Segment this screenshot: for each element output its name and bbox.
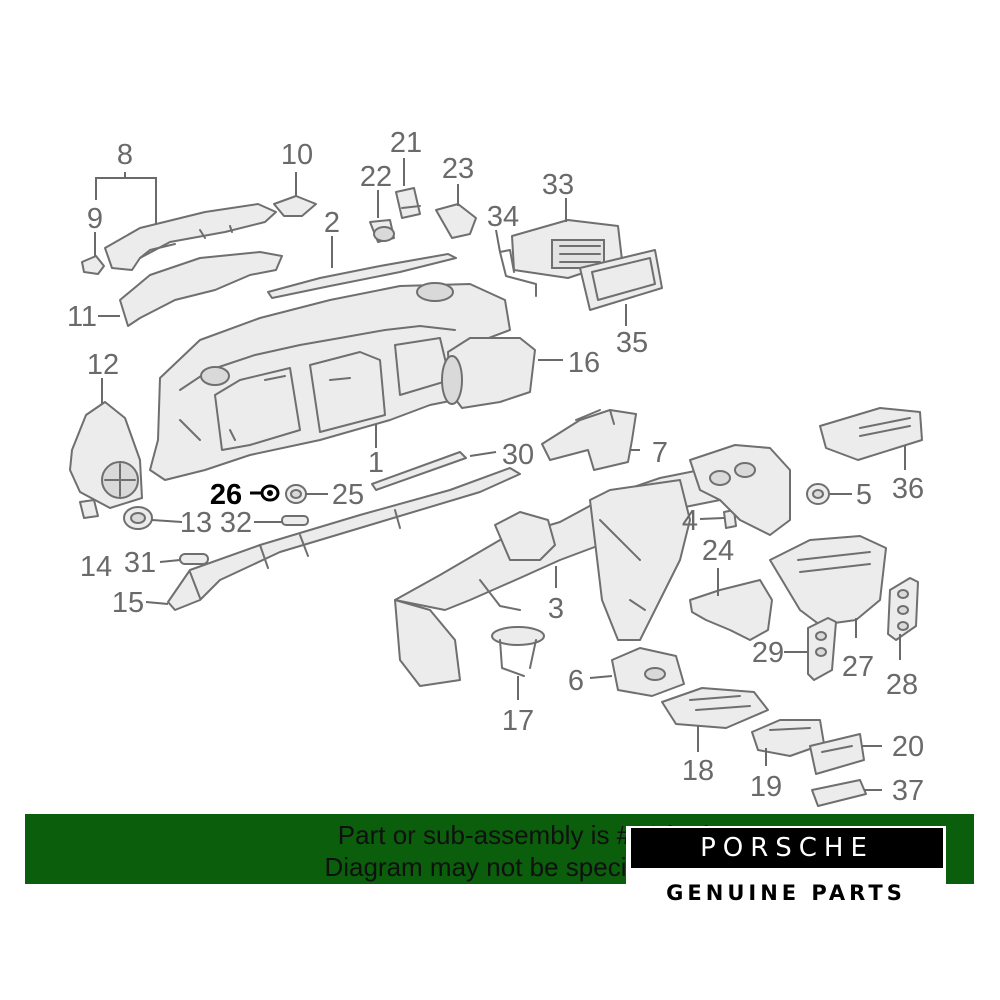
callout-3: 3 xyxy=(548,593,564,625)
part-24-bracket xyxy=(689,579,773,641)
part-16-airbag xyxy=(441,337,536,409)
part-6-bracket xyxy=(611,647,685,697)
callout-11: 11 xyxy=(67,301,97,333)
callout-5: 5 xyxy=(856,479,872,511)
callout-30: 30 xyxy=(502,439,534,471)
callout-13: 13 xyxy=(180,507,212,539)
callout-23: 23 xyxy=(442,153,474,185)
logo-tagline: GENUINE PARTS xyxy=(666,881,906,905)
callout-31: 31 xyxy=(124,547,156,579)
logo-wordmark: PORSCHE xyxy=(631,828,943,868)
part-15-lower-panel xyxy=(167,467,521,611)
part-20-cover xyxy=(809,733,865,775)
part-32-button xyxy=(281,515,309,526)
part-3-cross-member xyxy=(394,469,731,687)
part-21-switch xyxy=(395,187,421,219)
callout-17: 17 xyxy=(502,705,534,737)
part-25-grommet xyxy=(285,484,307,504)
callout-28: 28 xyxy=(886,669,918,701)
callout-10: 10 xyxy=(281,139,313,171)
part-31-button xyxy=(179,553,209,565)
part-9-clip xyxy=(81,255,105,275)
callout-18: 18 xyxy=(682,755,714,787)
part-14-cap xyxy=(79,499,99,519)
callout-25: 25 xyxy=(332,479,364,511)
part-13-vent xyxy=(123,506,153,530)
callout-21: 21 xyxy=(390,127,422,159)
callout-24: 24 xyxy=(702,535,734,567)
callout-16: 16 xyxy=(568,347,600,379)
part-30-strip xyxy=(371,451,467,491)
callout-1: 1 xyxy=(368,447,384,479)
part-27-console xyxy=(769,535,887,626)
parts-diagram: 8 9 10 11 2 22 21 23 33 34 35 16 12 1 30… xyxy=(67,127,924,807)
callout-4: 4 xyxy=(682,505,698,537)
part-28-switch-panel xyxy=(887,577,919,641)
callout-7: 7 xyxy=(652,437,668,469)
part-5-grommet xyxy=(806,483,830,505)
callout-12: 12 xyxy=(87,349,119,381)
callout-22: 22 xyxy=(360,161,392,193)
callout-35: 35 xyxy=(616,327,648,359)
part-23-switch xyxy=(435,203,477,239)
part-34-bracket xyxy=(499,249,537,297)
part-1-dashboard xyxy=(149,282,511,481)
leader-lines xyxy=(94,158,906,791)
logo-wordmark-text: PORSCHE xyxy=(700,833,874,863)
part-2-strip xyxy=(267,253,457,299)
callout-20: 20 xyxy=(892,731,924,763)
callout-15: 15 xyxy=(112,587,144,619)
callout-8: 8 xyxy=(117,139,133,171)
porsche-logo: PORSCHE GENUINE PARTS xyxy=(626,826,946,910)
callout-numbers: 8 9 10 11 2 22 21 23 33 34 35 16 12 1 30… xyxy=(67,127,924,807)
part-12-trim xyxy=(69,401,143,509)
part-36-vent-housing xyxy=(819,407,923,461)
center-duct xyxy=(689,444,791,536)
part-17-holder xyxy=(491,626,545,677)
part-29-switch-panel xyxy=(807,617,837,681)
callout-34: 34 xyxy=(487,201,519,233)
callout-9: 9 xyxy=(87,203,103,235)
callout-33: 33 xyxy=(542,169,574,201)
callout-26: 26 xyxy=(210,479,242,511)
callout-2: 2 xyxy=(324,207,340,239)
part-11-dash-pad xyxy=(119,251,283,327)
part-7-duct xyxy=(541,409,637,471)
callout-6: 6 xyxy=(568,665,584,697)
part-26-plug xyxy=(260,484,280,502)
part-10-grille xyxy=(273,195,317,217)
part-37-bracket xyxy=(811,779,867,807)
callout-14: 14 xyxy=(80,551,112,583)
callout-29: 29 xyxy=(752,637,784,669)
callout-36: 36 xyxy=(892,473,924,505)
callout-37: 37 xyxy=(892,775,924,807)
part-8-dash-cover xyxy=(104,203,277,271)
part-35-trim-frame xyxy=(579,249,663,311)
callout-32: 32 xyxy=(220,507,252,539)
callout-19: 19 xyxy=(750,771,782,803)
part-22-knob xyxy=(369,219,395,243)
callout-27: 27 xyxy=(842,651,874,683)
part-18-tray xyxy=(661,687,769,729)
